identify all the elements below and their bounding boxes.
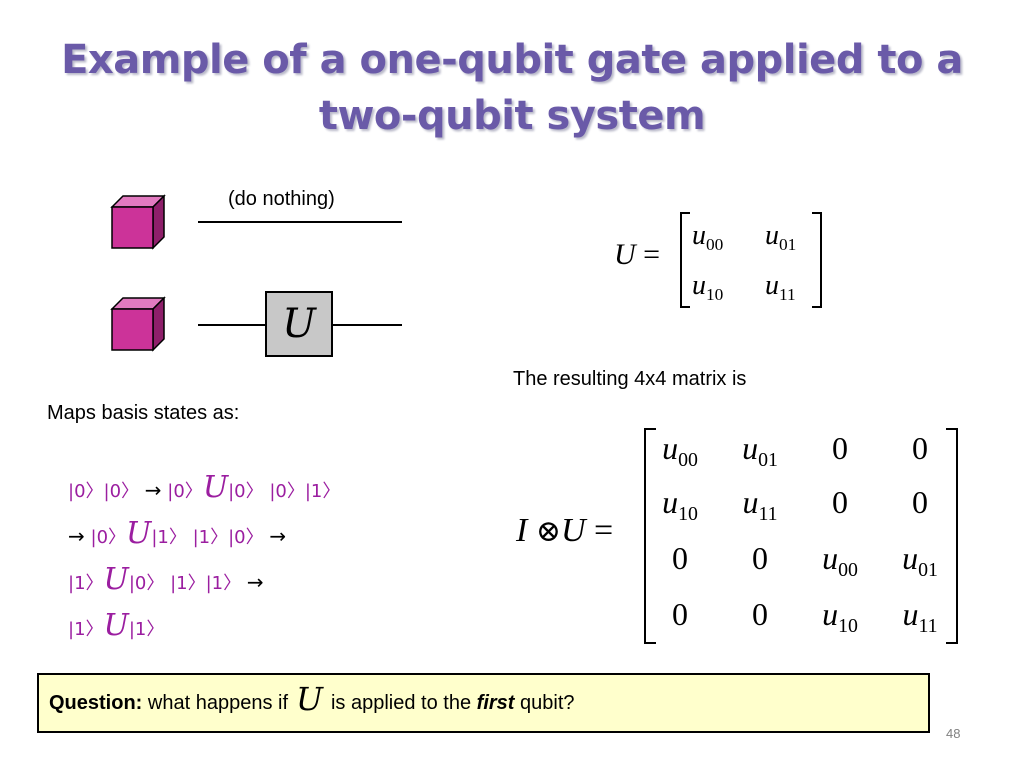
top-qubit-wire bbox=[198, 221, 402, 223]
kron-matrix-cell: 0 bbox=[912, 430, 928, 466]
kron-matrix-cell: u10 bbox=[662, 484, 698, 525]
kron-matrix-cell: 0 bbox=[832, 430, 848, 466]
u-matrix-cell: u00 bbox=[692, 220, 724, 255]
kron-matrix-cell: 0 bbox=[912, 484, 928, 520]
kron-matrix-cell: u00 bbox=[822, 540, 858, 581]
u-matrix-cell: u10 bbox=[692, 270, 724, 305]
question-text: qubit? bbox=[520, 691, 575, 714]
maps-basis-label: Maps basis states as: bbox=[47, 402, 240, 424]
kron-lhs: I ⊗U = bbox=[516, 512, 614, 549]
question-emphasis: first bbox=[476, 691, 515, 714]
kron-matrix-cell: 0 bbox=[672, 596, 688, 632]
kron-matrix-cell: 0 bbox=[752, 540, 768, 576]
kron-matrix-cell: u10 bbox=[822, 596, 858, 637]
slide-title: Example of a one-qubit gate applied to a… bbox=[61, 37, 963, 139]
question-text: is applied to the bbox=[330, 691, 472, 714]
kron-right-bracket bbox=[946, 428, 958, 644]
bottom-wire-left bbox=[198, 324, 266, 326]
top-wire-label: (do nothing) bbox=[228, 188, 335, 210]
qubit-bottom-cube-icon bbox=[110, 296, 166, 352]
qubit-top-cube-icon bbox=[110, 194, 166, 250]
question-box: Question: what happens if U is applied t… bbox=[37, 673, 930, 733]
kron-matrix-cell: u00 bbox=[662, 430, 698, 471]
kron-left-bracket bbox=[644, 428, 656, 644]
kron-matrix-cell: u11 bbox=[742, 484, 778, 525]
page-number: 48 bbox=[946, 726, 961, 741]
kron-matrix-cell: 0 bbox=[832, 484, 848, 520]
mapping-line-4: |1〉U|1〉 bbox=[68, 608, 165, 643]
kron-matrix-cell: u11 bbox=[902, 596, 938, 637]
mapping-line-2: → |0〉U|1〉 |1〉|0〉 → bbox=[68, 516, 287, 551]
u-matrix-lhs: U = bbox=[614, 238, 661, 271]
question-label: Question: bbox=[49, 691, 143, 714]
mapping-line-3: |1〉U|0〉 |1〉|1〉 → bbox=[68, 562, 264, 597]
kron-matrix-cell: u01 bbox=[742, 430, 778, 471]
u-matrix-right-bracket bbox=[812, 212, 822, 308]
mapping-line-1: |0〉|0〉 → |0〉U|0〉 |0〉|1〉 bbox=[68, 470, 341, 505]
question-text: what happens if bbox=[147, 691, 289, 714]
u-gate-box: U bbox=[265, 291, 333, 357]
kron-matrix-cell: 0 bbox=[672, 540, 688, 576]
kron-matrix-cell: 0 bbox=[752, 596, 768, 632]
question-u: U bbox=[296, 680, 323, 718]
bottom-wire-right bbox=[332, 324, 402, 326]
u-matrix-left-bracket bbox=[680, 212, 690, 308]
result-matrix-label: The resulting 4x4 matrix is bbox=[513, 368, 747, 390]
kron-matrix-cell: u01 bbox=[902, 540, 938, 581]
u-matrix-cell: u11 bbox=[765, 270, 796, 305]
u-matrix-cell: u01 bbox=[765, 220, 797, 255]
